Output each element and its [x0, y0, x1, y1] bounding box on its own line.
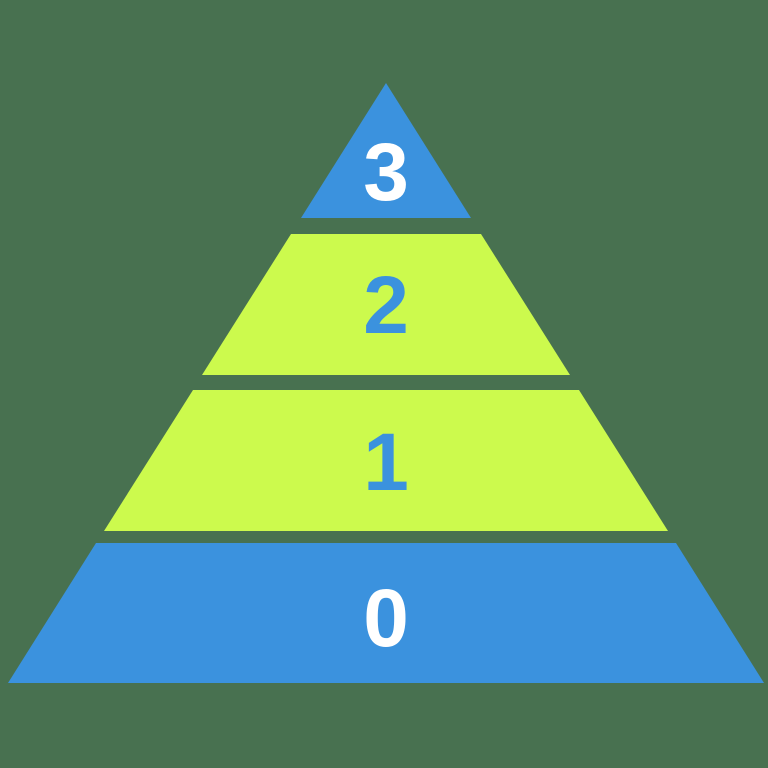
- pyramid-level-3: [301, 83, 471, 218]
- pyramid-level-2-label: 2: [363, 260, 409, 351]
- pyramid-level-1-label: 1: [363, 417, 409, 508]
- pyramid-level-2: [202, 234, 570, 375]
- pyramid-level-0-label: 0: [363, 573, 409, 664]
- pyramid-level-1: [104, 390, 668, 531]
- pyramid-level-3-label: 3: [363, 127, 409, 218]
- pyramid-level-0: [8, 543, 764, 683]
